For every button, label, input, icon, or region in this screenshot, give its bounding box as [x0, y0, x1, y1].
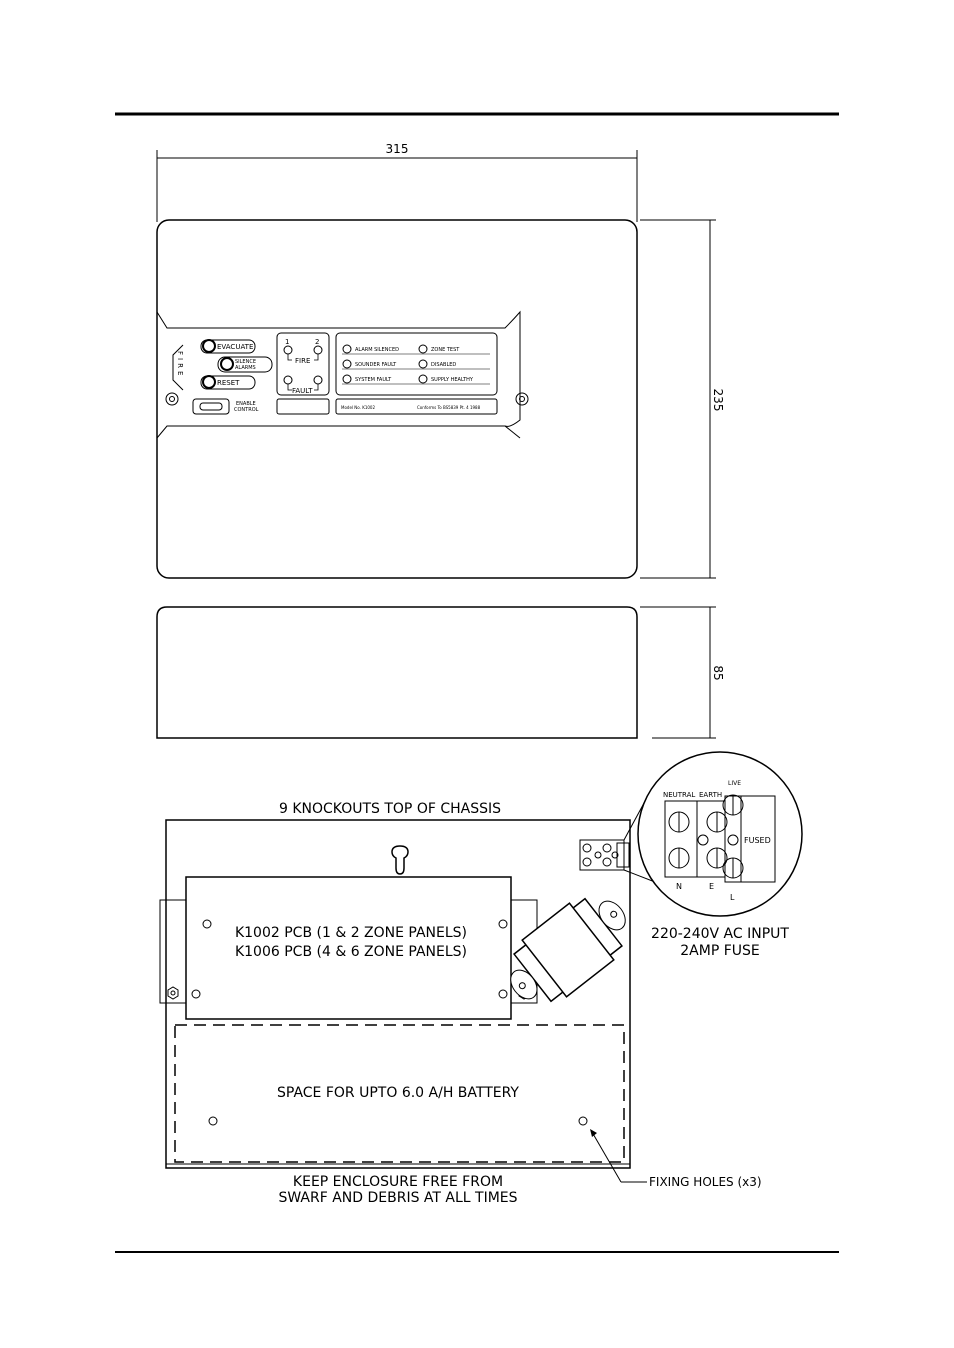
terminal-e-label: E: [709, 882, 714, 891]
front-enclosure: [156, 219, 638, 579]
svg-text:SYSTEM FAULT: SYSTEM FAULT: [355, 377, 392, 383]
svg-text:SUPPLY HEALTHY: SUPPLY HEALTHY: [431, 377, 474, 383]
terminal-earth-label: EARTH: [699, 791, 722, 799]
indicator-sounder-fault: SOUNDER FAULT: [342, 359, 397, 369]
zone-fire-label: FIRE: [295, 357, 310, 365]
conformity-text: Conforms To BS5839 Pt. 4 1988: [417, 405, 481, 410]
fixing-hole-left: [208, 1116, 218, 1126]
width-label: 315: [386, 142, 409, 156]
ac-input-label-1: 220-240V AC INPUT: [651, 926, 789, 942]
knockouts-label: 9 KNOCKOUTS TOP OF CHASSIS: [279, 801, 501, 817]
chassis-outline: [165, 819, 631, 1169]
indicator-zone-test: ZONE TEST: [418, 344, 460, 354]
zone-section: [276, 332, 330, 396]
terminal-neutral-label: NEUTRAL: [663, 791, 695, 799]
height-label: 235: [711, 389, 725, 412]
evacuate-label: EVACUATE: [217, 343, 253, 351]
terminal-fused-label: FUSED: [744, 836, 771, 845]
silence-label-2: ALARMS: [235, 365, 256, 371]
fixing-hole-right: [578, 1116, 588, 1126]
terminal-block-zoom: [664, 794, 776, 883]
battery-label: SPACE FOR UPTO 6.0 A/H BATTERY: [277, 1085, 519, 1101]
enable-control-keyswitch[interactable]: ENABLE CONTROL: [192, 398, 259, 415]
fire-vertical-label: FIRE: [176, 351, 184, 378]
zone2-number: 2: [315, 338, 319, 346]
front-screw-right-inner: [519, 396, 525, 402]
indicator-alarm-silenced: ALARM SILENCED: [342, 344, 399, 354]
panel-bezel: [156, 310, 521, 439]
evacuate-button[interactable]: EVACUATE: [200, 339, 256, 354]
pcb-hole-bottom-left: [191, 989, 201, 999]
indicator-disabled: DISABLED: [418, 359, 456, 369]
pcb-nut-left: [167, 986, 179, 1000]
zone-label-strip: [276, 398, 330, 415]
terminal-live-label: LIVE: [728, 780, 741, 787]
terminal-l-label: L: [730, 893, 735, 902]
front-screw-left: [165, 392, 179, 406]
ac-input-label-2: 2AMP FUSE: [680, 943, 760, 959]
fixing-leader-diagonal: [591, 1131, 622, 1183]
zoom-leader-bottom: [623, 869, 656, 883]
reset-label: RESET: [217, 379, 240, 387]
pcb-label-2: K1006 PCB (4 & 6 ZONE PANELS): [235, 944, 467, 960]
battery-space: [174, 1024, 625, 1163]
model-number: Model No. K1002: [341, 405, 375, 410]
terminal-zoom-circle: [637, 751, 803, 917]
zone2-fault-led: [313, 375, 323, 385]
width-dimension: [156, 150, 638, 222]
indicator-system-fault: SYSTEM FAULT: [342, 374, 392, 384]
mains-terminal-small: [579, 839, 630, 871]
fixing-holes-label: FIXING HOLES (x3): [649, 1175, 762, 1189]
silence-alarms-button[interactable]: SILENCE ALARMS: [217, 356, 273, 373]
pcb-board: [185, 876, 512, 1020]
enable-label-2: CONTROL: [234, 407, 259, 413]
zone1-fault-led: [283, 375, 293, 385]
pcb-label-1: K1002 PCB (1 & 2 ZONE PANELS): [235, 925, 467, 941]
reset-button[interactable]: RESET: [200, 375, 256, 390]
silence-label-1: SILENCE: [235, 359, 256, 365]
zone1-fire-led: [283, 345, 293, 355]
indicator-supply-healthy: SUPPLY HEALTHY: [418, 374, 474, 384]
svg-text:DISABLED: DISABLED: [431, 362, 456, 368]
front-screw-right: [515, 392, 529, 406]
enable-label-1: ENABLE: [236, 401, 256, 407]
svg-text:ZONE TEST: ZONE TEST: [431, 347, 460, 353]
zone1-number: 1: [285, 338, 289, 346]
indicator-section: [335, 332, 498, 396]
depth-dimension: [640, 606, 716, 739]
warning-label-1: KEEP ENCLOSURE FREE FROM: [293, 1174, 503, 1190]
depth-label: 85: [711, 665, 725, 680]
keyhole-slot: [391, 845, 409, 875]
zone2-fire-led: [313, 345, 323, 355]
front-screw-left-inner: [169, 396, 175, 402]
pcb-hole-top-right: [498, 919, 508, 929]
panel-bezel-edge: [504, 425, 521, 439]
fire-label-frame: [172, 344, 184, 391]
pcb-hole-top-left: [202, 919, 212, 929]
zone-fault-label: FAULT: [292, 387, 313, 395]
model-plate: [335, 398, 498, 415]
svg-text:ALARM SILENCED: ALARM SILENCED: [355, 347, 399, 353]
warning-label-2: SWARF AND DEBRIS AT ALL TIMES: [278, 1190, 517, 1206]
terminal-n-label: N: [676, 882, 682, 891]
transformer: [510, 897, 626, 1003]
height-dimension: [640, 219, 716, 579]
svg-text:SOUNDER FAULT: SOUNDER FAULT: [355, 362, 397, 368]
pcb-hole-bottom-right: [498, 989, 508, 999]
side-enclosure: [156, 606, 638, 739]
fixing-leader-arrow: [590, 1129, 597, 1137]
